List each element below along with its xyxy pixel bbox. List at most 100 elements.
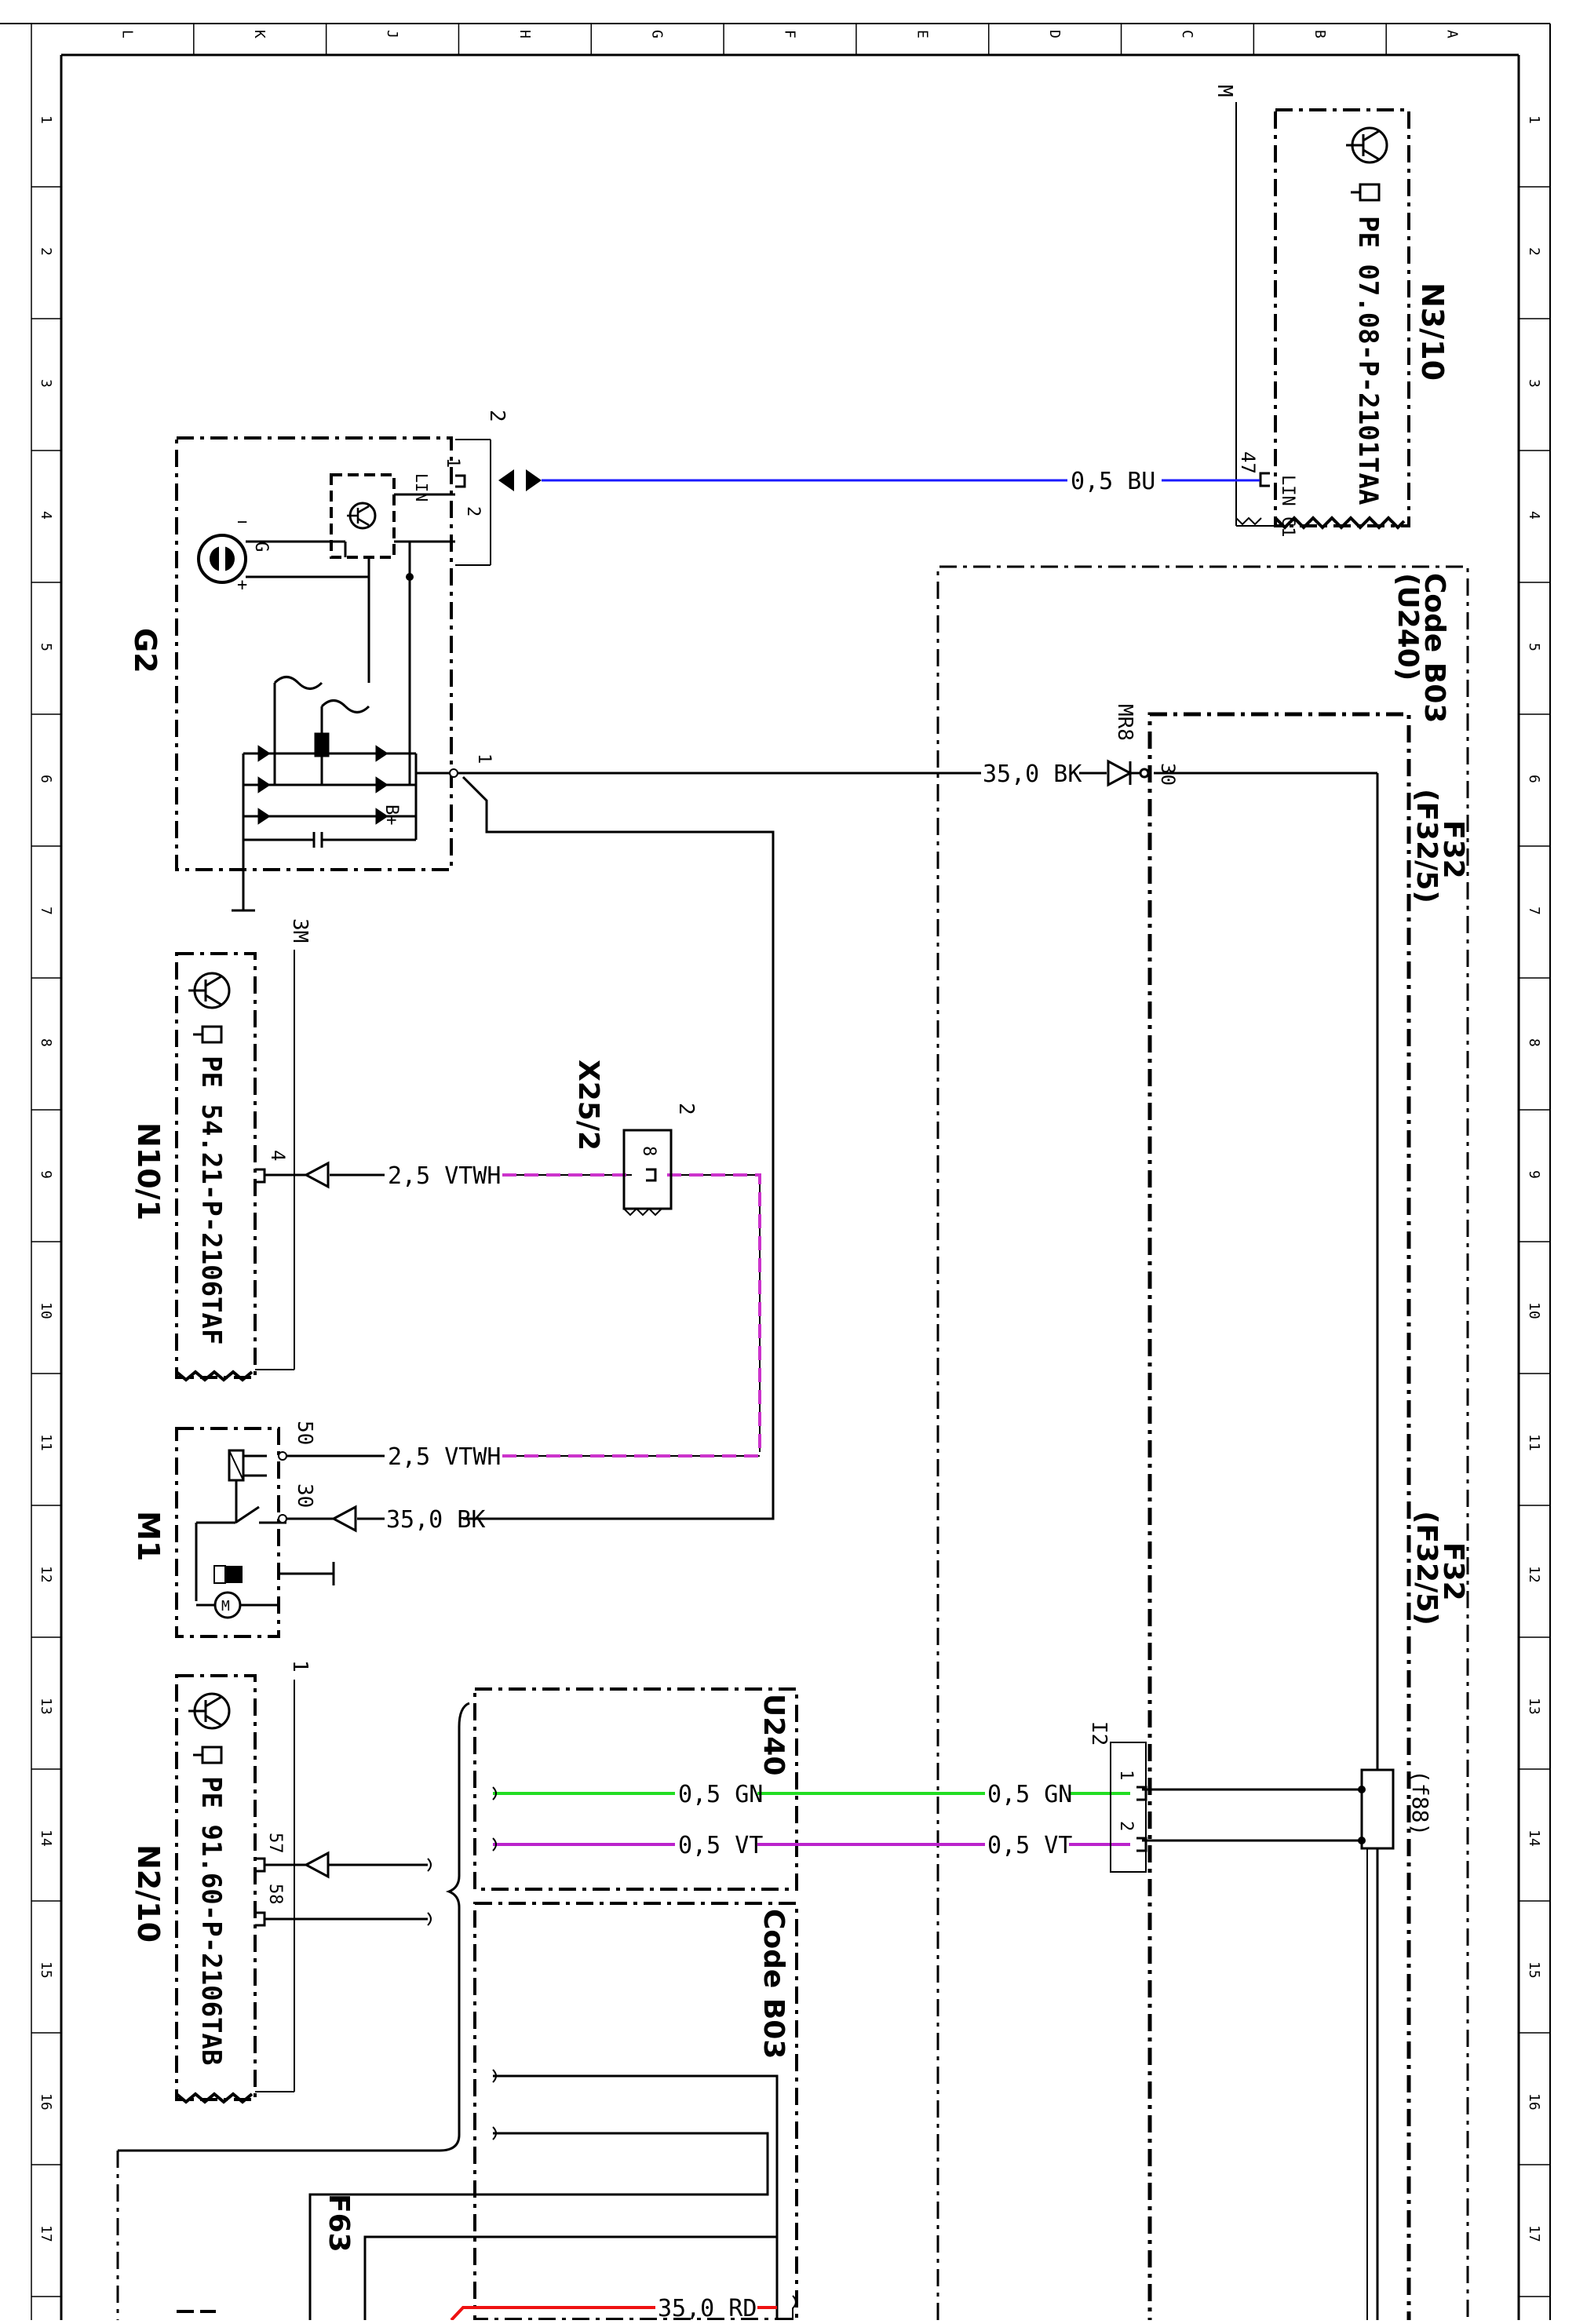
row-label: 15 [1526, 1961, 1542, 1979]
row-label: 13 [1526, 1698, 1542, 1715]
n10-1-ref: PE 54.21-P-2106TAF [195, 1056, 227, 1344]
row-label: 11 [38, 1434, 54, 1451]
row-label: 10 [1526, 1302, 1542, 1319]
n10-1-pin: 4 [267, 1150, 289, 1161]
x25-2-pin: 8 [639, 1146, 658, 1156]
row-label: 2 [38, 247, 54, 256]
column-label: K [251, 30, 268, 38]
g2-pin-top: 2 [485, 410, 509, 422]
regulator-icon [347, 502, 377, 530]
wire-lin-bus-label: 0,5 BU [1071, 468, 1155, 495]
n3-10-ref: PE 07.08-P-2101TAA [1352, 216, 1384, 505]
lin-connector-icon [498, 469, 542, 491]
row-label: 3 [1526, 379, 1542, 388]
row-label: 6 [38, 775, 54, 783]
column-label: J [384, 30, 400, 38]
f32-b-name: F32 [1437, 1542, 1469, 1601]
row-label: 12 [1526, 1566, 1542, 1583]
wire-lin-bus: 0,5 BU [542, 468, 1260, 495]
m1-starter: M M1 50 30 [131, 1421, 357, 1638]
f32-fuse-box: F32 (F32/5) F32 (F32/5) (f88) 30 MR8 [1113, 704, 1469, 2324]
n3-10-pin: 47 [1237, 451, 1259, 474]
m1-name: M1 [131, 1511, 166, 1561]
n2-10-ground: 1 [288, 1660, 312, 1673]
rectifier-bridge [242, 745, 418, 870]
i2-name: I2 [1087, 1721, 1111, 1746]
n10-1-name: N10/1 [131, 1122, 166, 1220]
rotor-icon [197, 534, 247, 584]
x25-2-name: X25/2 [572, 1060, 604, 1151]
code-b03-bottom-name: Code B03 [757, 1909, 790, 2059]
row-label: 17 [38, 2225, 54, 2242]
g2-lin: LIN [412, 473, 431, 502]
n2-10-pin58: 58 [265, 1884, 285, 1905]
n2-10-pin57: 57 [265, 1833, 285, 1854]
row-label: 8 [38, 1038, 54, 1047]
f32-b-sub: (F32/5) [1410, 1511, 1443, 1625]
g2-pin2: 2 [463, 506, 483, 516]
bus-bracket [118, 1702, 470, 2152]
hand-pointer-icon [193, 1025, 223, 1044]
code-b03-top-box: Code B03 (U240) [936, 565, 1469, 2320]
wire-starter-bk-label: 35,0 BK [386, 1506, 485, 1534]
f32-a-sub: (F32/5) [1410, 789, 1443, 903]
row-label: 5 [38, 643, 54, 651]
g2-pin1: 1 [443, 458, 462, 468]
x25-2-connector: X25/2 2 8 [572, 1060, 698, 1217]
column-label: L [119, 30, 135, 38]
n10-1-module: PE 54.21-P-2106TAF N10/1 3M 4 [131, 918, 330, 1382]
wire-rd-label: 35,0 RD [658, 2295, 757, 2320]
stator-windings [273, 577, 370, 785]
row-label: 4 [1526, 511, 1542, 520]
row-label: 13 [38, 1698, 54, 1715]
row-label: 10 [38, 1302, 54, 1319]
wire-vtwh-upper-label: 2,5 VTWH [388, 1162, 502, 1190]
row-label: 4 [38, 511, 54, 520]
n10-1-ground: 3M [288, 918, 312, 943]
n3-10-ground: M [1213, 85, 1236, 97]
transistor-icon [188, 972, 231, 1009]
n2-10-name: N2/10 [131, 1844, 166, 1943]
row-label: 1 [1526, 115, 1542, 124]
svg-text:M: M [221, 1598, 230, 1614]
row-label: 8 [1526, 1038, 1542, 1047]
i2-pin2: 2 [1116, 1821, 1136, 1831]
ground-icon [232, 870, 255, 912]
row-label: 9 [1526, 1170, 1542, 1179]
wire-vt-right-label: 0,5 VT [987, 1832, 1072, 1859]
column-label: C [1179, 30, 1195, 38]
code-b03-top-sub: (U240) [1392, 573, 1424, 680]
column-label: G [649, 30, 666, 38]
column-label: F [782, 30, 798, 38]
wire-rd: 35,0 RD [450, 2295, 797, 2322]
row-label: 12 [38, 1566, 54, 1583]
row-label: 17 [1526, 2225, 1542, 2242]
n3-10-pin-label: LIN C1 [1278, 475, 1297, 537]
row-label: 2 [1526, 247, 1542, 256]
wire-gn: 0,5 GN 0,5 GN [492, 1781, 1130, 1808]
g2-bplus: B+ [381, 804, 401, 826]
transistor-icon [188, 1692, 231, 1730]
row-label: 16 [38, 2093, 54, 2111]
wire-vtwh-lower-label: 2,5 VTWH [388, 1443, 502, 1471]
wire-gn-left-label: 0,5 GN [678, 1781, 763, 1808]
row-label: 9 [38, 1170, 54, 1179]
g2-plus: + [237, 575, 247, 595]
u240-box: U240 Code B03 [308, 1687, 798, 2321]
g2-name: G2 [128, 628, 162, 673]
f32-fuse-label: (f88) [1407, 1770, 1433, 1836]
wire-vt-left-label: 0,5 VT [678, 1832, 763, 1859]
f32-conn: MR8 [1113, 704, 1136, 741]
column-label: E [914, 30, 930, 38]
row-label: 14 [38, 1830, 54, 1847]
g2-g-label: G [251, 542, 271, 552]
row-label: 6 [1526, 775, 1542, 783]
m1-pin50: 50 [293, 1421, 316, 1445]
n2-10-module: PE 91.60-P-2106TAB N2/10 1 57 58 [131, 1660, 432, 2104]
i2-pin1: 1 [1116, 1770, 1136, 1780]
transistor-icon [1346, 126, 1388, 164]
n3-10-module: PE 07.08-P-2101TAA N3/10 M 47 LIN C1 [1213, 85, 1450, 537]
hand-pointer-icon [193, 1746, 223, 1764]
